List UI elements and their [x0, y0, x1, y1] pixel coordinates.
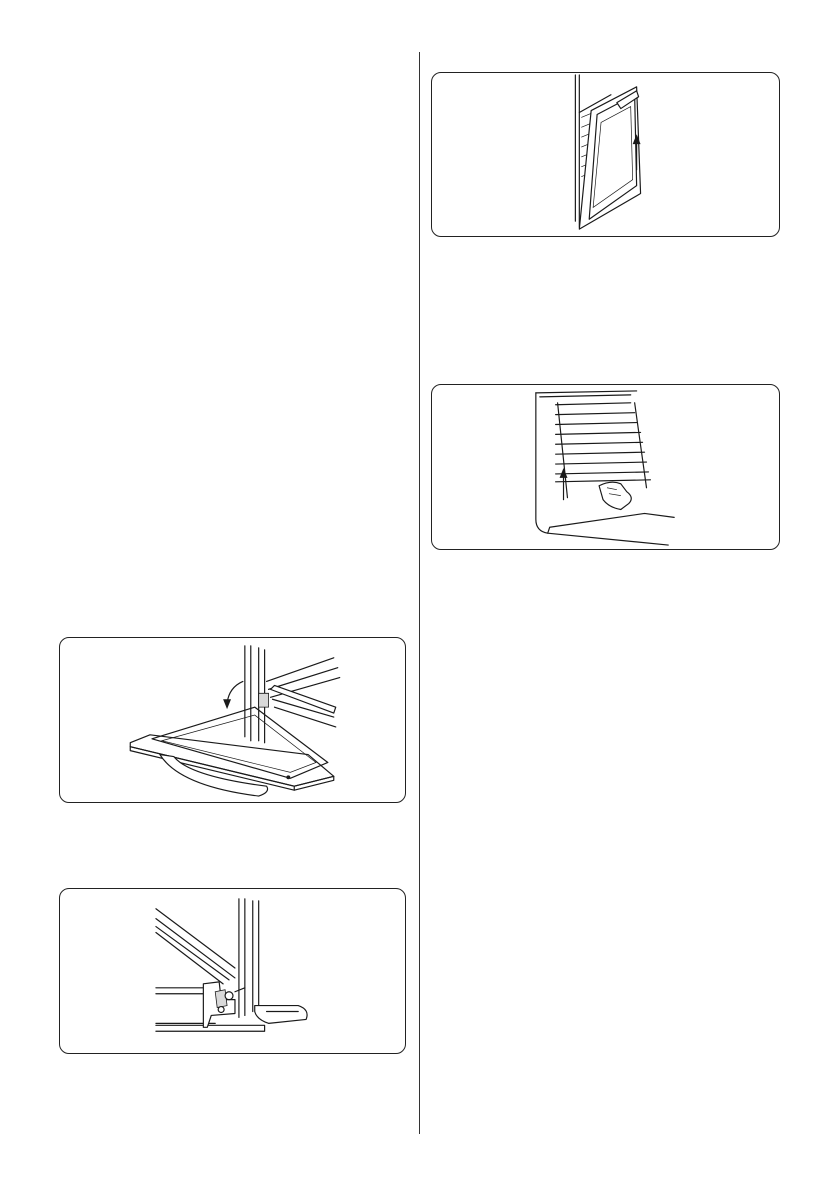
- oven-door-open-illustration: [60, 638, 405, 802]
- figure-door-removal: [431, 72, 780, 237]
- side-rack-removal-illustration: [432, 385, 779, 549]
- figure-shelf-rack: [431, 384, 780, 550]
- column-divider: [419, 52, 420, 1134]
- door-hinge-detail-illustration: [60, 889, 405, 1053]
- oven-door-lift-up-illustration: [432, 73, 779, 236]
- figure-hinge: [59, 888, 406, 1054]
- figure-door-open: [59, 637, 406, 803]
